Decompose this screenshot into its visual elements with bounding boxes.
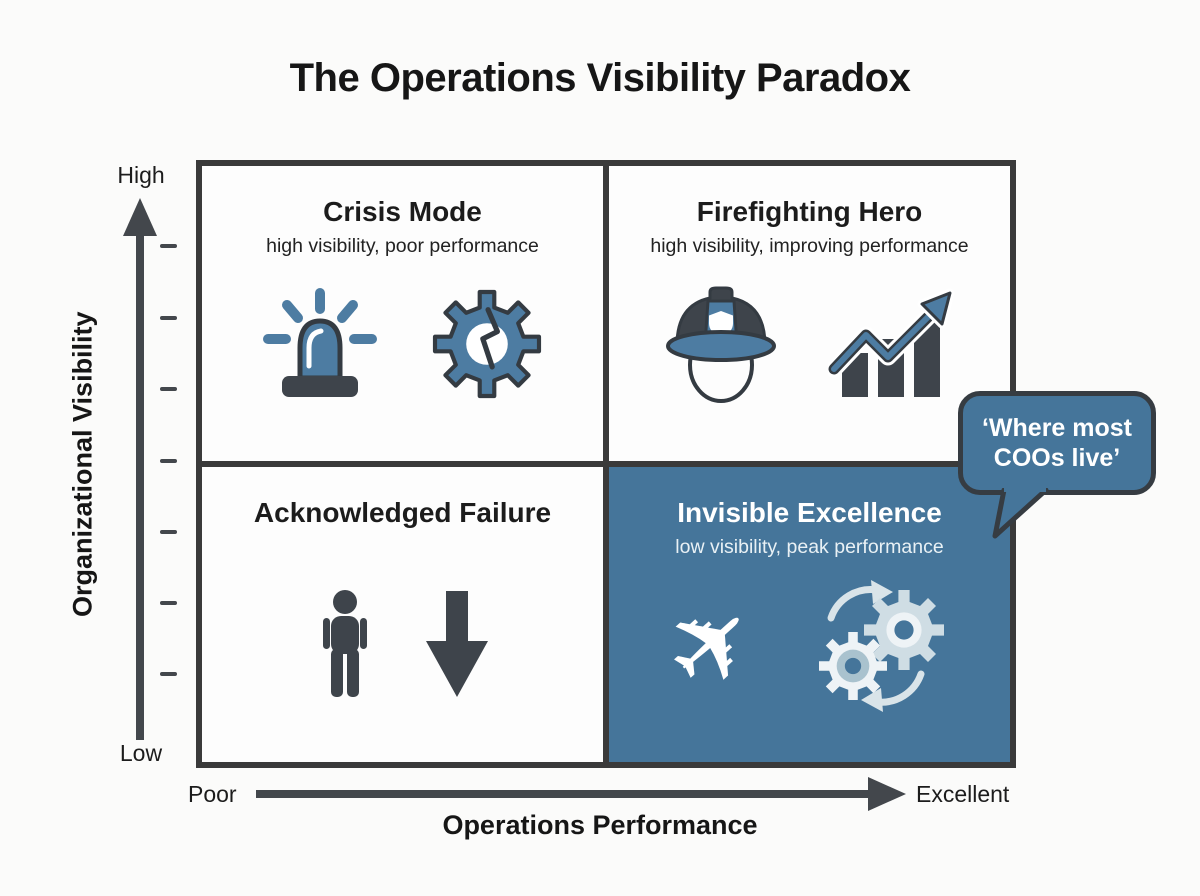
y-axis-tick bbox=[160, 244, 177, 248]
quadrant-matrix: Crisis Mode high visibility, poor perfor… bbox=[196, 160, 1016, 768]
firefighter-helmet-icon bbox=[665, 286, 776, 403]
quadrant-subtitle: low visibility, peak performance bbox=[675, 536, 944, 558]
stealth-jet-icon: ✈ bbox=[638, 570, 785, 720]
y-axis-tick bbox=[160, 459, 177, 463]
person-icon bbox=[322, 590, 367, 697]
y-axis-tick bbox=[160, 530, 177, 534]
icon-row bbox=[202, 284, 603, 404]
quadrant-title: Acknowledged Failure bbox=[253, 497, 552, 528]
y-axis-arrow bbox=[123, 198, 157, 740]
interlocking-gears-icon bbox=[819, 579, 945, 712]
y-axis-tick bbox=[160, 316, 177, 320]
y-axis-tick bbox=[160, 387, 177, 391]
x-axis-poor-label: Poor bbox=[188, 781, 237, 807]
quadrant-title: Crisis Mode bbox=[323, 196, 482, 227]
icon-row bbox=[202, 585, 603, 705]
y-axis-tick bbox=[160, 601, 177, 605]
y-axis-low-label: Low bbox=[119, 740, 163, 766]
y-axis-title: Organizational Visibility bbox=[67, 311, 98, 617]
quadrant-acknowledged-failure: Acknowledged Failure bbox=[202, 464, 606, 762]
quadrant-firefighting-hero: Firefighting Hero high visibility, impro… bbox=[606, 166, 1010, 464]
quadrant-title: Firefighting Hero bbox=[696, 196, 923, 227]
x-axis-title: Operations Performance bbox=[442, 810, 758, 840]
growth-chart-arrow-icon bbox=[827, 288, 954, 397]
y-axis-tick bbox=[160, 672, 177, 676]
callout-text: ‘Where most COOs live’ bbox=[981, 413, 1133, 473]
down-arrow-icon bbox=[425, 591, 488, 697]
siren-icon bbox=[262, 288, 377, 397]
callout-bubble-tail bbox=[992, 488, 1049, 539]
quadrant-subtitle: high visibility, poor performance bbox=[266, 235, 539, 257]
quadrant-invisible-excellence: Invisible Excellence low visibility, pea… bbox=[606, 464, 1010, 762]
quadrant-subtitle: high visibility, improving performance bbox=[650, 235, 969, 257]
x-axis-arrow bbox=[256, 777, 906, 811]
callout-bubble: ‘Where most COOs live’ bbox=[958, 391, 1156, 495]
icon-row: ✈ bbox=[609, 571, 1010, 719]
broken-gear-icon bbox=[432, 289, 541, 399]
quadrant-title: Invisible Excellence bbox=[677, 497, 942, 528]
page-title: The Operations Visibility Paradox bbox=[289, 56, 911, 100]
quadrant-crisis-mode: Crisis Mode high visibility, poor perfor… bbox=[202, 166, 606, 464]
icon-row bbox=[609, 284, 1010, 404]
y-axis-high-label: High bbox=[117, 162, 165, 188]
x-axis-excellent-label: Excellent bbox=[916, 781, 1010, 807]
